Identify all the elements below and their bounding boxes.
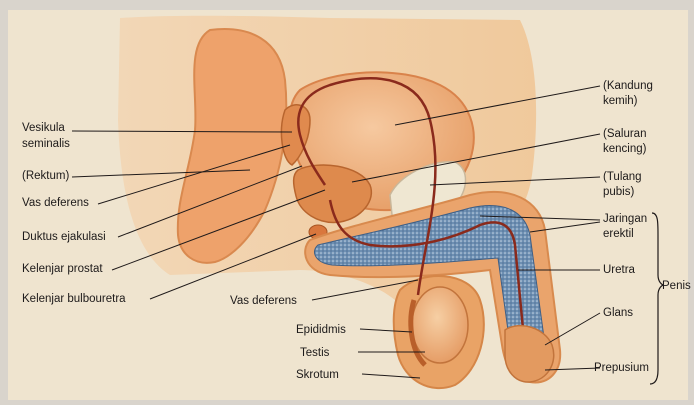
label-tulang-line1: (Tulang [603, 171, 642, 183]
label-uretra: Uretra [603, 264, 636, 276]
label-kandung-line2: kemih) [603, 95, 638, 107]
label-vesikula-line2: seminalis [22, 138, 70, 150]
label-vesikula-line1: Vesikula [22, 122, 65, 134]
label-kelenjar-bulbouretra: Kelenjar bulbouretra [22, 293, 126, 305]
label-jaringan-line2: erektil [603, 228, 634, 240]
label-rektum: (Rektum) [22, 170, 69, 182]
label-saluran-line1: (Saluran [603, 128, 646, 140]
label-prepusium: Prepusium [594, 362, 649, 374]
label-vas-deferens-left: Vas deferens [22, 197, 89, 209]
label-penis: Penis [662, 280, 691, 292]
label-vas-deferens-center: Vas deferens [230, 295, 297, 307]
label-glans: Glans [603, 307, 633, 319]
label-testis: Testis [300, 347, 330, 359]
label-jaringan-line1: Jaringan [603, 213, 647, 225]
label-skrotum: Skrotum [296, 369, 339, 381]
label-tulang-line2: pubis) [603, 186, 634, 198]
label-duktus-ejakulasi: Duktus ejakulasi [22, 231, 106, 243]
label-kelenjar-prostat: Kelenjar prostat [22, 263, 103, 275]
label-epididmis: Epididmis [296, 324, 346, 336]
label-saluran-line2: kencing) [603, 143, 647, 155]
label-kandung-line1: (Kandung [603, 80, 653, 92]
